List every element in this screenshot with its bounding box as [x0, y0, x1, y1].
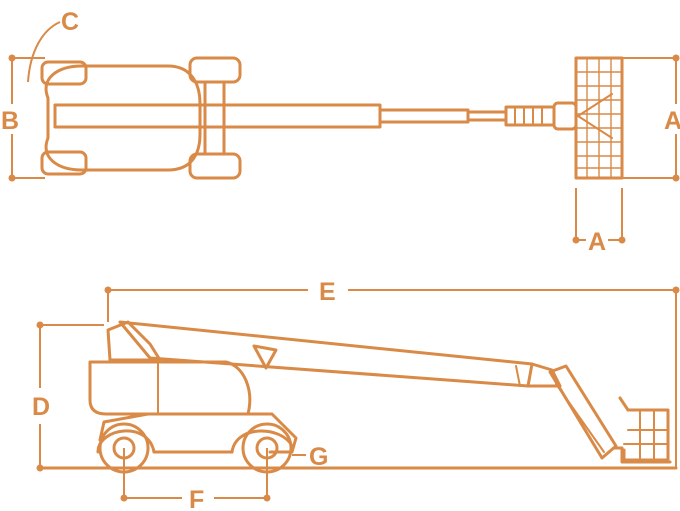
- side-view-platform-base: [612, 446, 672, 464]
- dim-f-dot-left: [120, 494, 128, 502]
- dim-d-line: [39, 324, 104, 468]
- dim-c-leader: [27, 21, 61, 83]
- label-d: D: [32, 393, 50, 421]
- label-c: C: [61, 8, 79, 36]
- label-b: B: [1, 107, 19, 135]
- label-g: G: [309, 443, 328, 471]
- top-view: [40, 56, 624, 180]
- dim-b-dot-top: [8, 54, 16, 62]
- side-view-jib-cylinder: [555, 383, 605, 453]
- dim-e-line: [107, 289, 677, 468]
- dim-a-horizontal-dot-left: [572, 236, 580, 244]
- label-e: E: [319, 278, 336, 306]
- dim-a-horizontal-line: [575, 188, 623, 241]
- dim-e-dot-left: [104, 286, 112, 294]
- top-view-dimensions: [8, 21, 680, 244]
- dim-b-dot-bottom: [8, 174, 16, 182]
- label-a-bottom: A: [588, 228, 606, 256]
- label-f: F: [189, 486, 204, 511]
- side-view-boom-collar: [515, 365, 521, 387]
- dim-d-dot-bottom: [36, 464, 44, 472]
- side-view-platform: [622, 408, 670, 462]
- top-view-boom-fly: [378, 108, 470, 124]
- top-view-rotator: [552, 101, 578, 131]
- side-view-boom-base: [118, 320, 534, 388]
- dim-d-dot-top: [36, 321, 44, 329]
- top-view-boom-base: [53, 103, 382, 129]
- top-view-front-tire-top: [188, 56, 242, 84]
- dim-a-vertical-dot-top: [672, 54, 680, 62]
- side-view-counterweight: [88, 360, 252, 416]
- side-view-chassis: [98, 412, 298, 454]
- dim-a-vertical-line: [622, 57, 677, 179]
- top-view-body: [44, 64, 202, 172]
- side-view-boom-cylinder: [252, 344, 278, 370]
- side-view: [38, 320, 678, 474]
- dim-f-dot-right: [263, 494, 271, 502]
- dim-b-line: [11, 57, 45, 179]
- dimension-labels: C B A A E D G F: [1, 8, 680, 511]
- side-view-boom-nose: [526, 362, 562, 388]
- side-view-fender-front: [230, 429, 294, 454]
- side-view-dimensions: [36, 286, 680, 502]
- top-view-front-tire-bottom: [188, 152, 242, 180]
- dim-f-line: [123, 448, 268, 499]
- top-view-jib-ribs: [514, 106, 543, 126]
- top-view-platform-braces: [577, 93, 613, 139]
- top-view-front-axle: [203, 80, 226, 156]
- label-a-right: A: [664, 107, 680, 135]
- top-view-jib: [504, 105, 556, 127]
- dim-a-vertical-dot-bottom: [672, 174, 680, 182]
- side-view-platform-rails: [623, 409, 669, 461]
- top-view-boom-tip: [466, 110, 508, 122]
- top-view-platform-grid: [575, 57, 623, 179]
- top-view-rear-tire-bottom: [40, 150, 88, 176]
- dim-a-horizontal-dot-right: [618, 236, 626, 244]
- side-view-jib: [548, 364, 618, 460]
- side-view-platform-post: [618, 396, 630, 412]
- top-view-rear-tire-top: [40, 60, 88, 86]
- dim-e-dot-right: [672, 286, 680, 294]
